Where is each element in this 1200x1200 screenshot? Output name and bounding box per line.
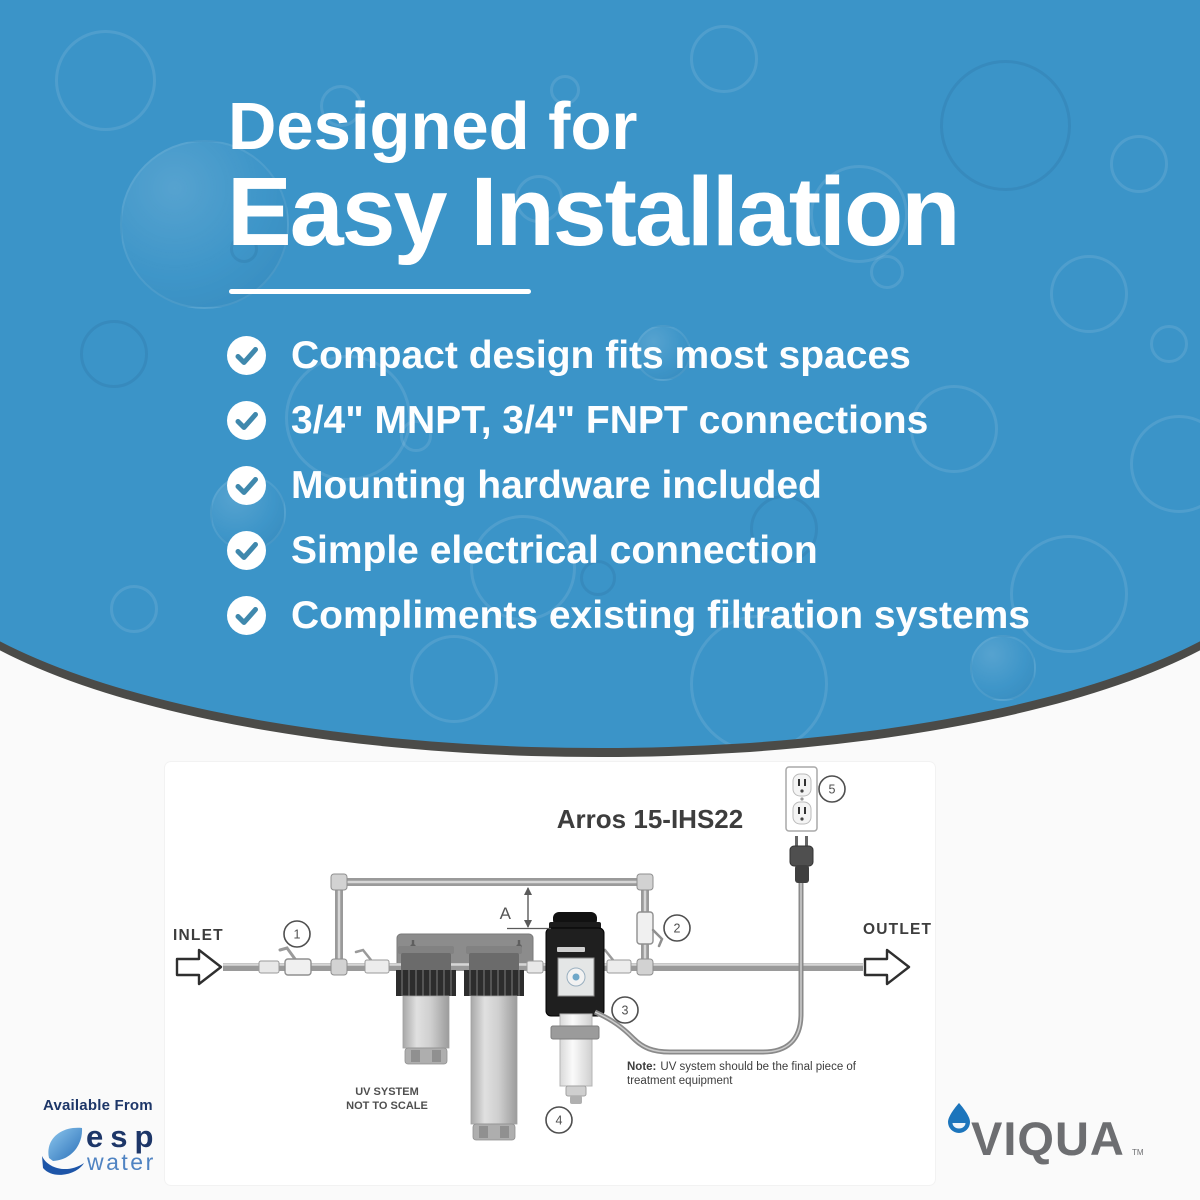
bubble-decoration <box>910 385 998 473</box>
bubble-decoration <box>1050 255 1128 333</box>
model-label: Arros 15-IHS22 <box>557 804 743 834</box>
feature-item: Compliments existing filtration systems <box>227 593 1031 637</box>
bubble-decoration <box>515 175 563 223</box>
callout-1: 1 <box>283 920 311 948</box>
feature-item-label: Mounting hardware included <box>291 463 822 507</box>
svg-text:3: 3 <box>622 1004 629 1018</box>
bubble-decoration <box>750 495 818 563</box>
uv-controller <box>545 912 605 1028</box>
sample-tap-left <box>354 948 390 974</box>
inlet-arrow <box>175 948 223 986</box>
bubble-decoration <box>1110 135 1168 193</box>
svg-text:2: 2 <box>674 922 681 936</box>
pipe-fittings <box>258 873 654 976</box>
uv-note-line1: Note:UV system should be the final piece… <box>627 1061 857 1073</box>
esp-brand-sub: water <box>87 1149 156 1175</box>
esp-water-logo: Available From esp water <box>38 1097 198 1178</box>
feature-item-label: Simple electrical connection <box>291 528 818 572</box>
bubble-decoration <box>410 635 498 723</box>
bubble-decoration <box>230 235 258 263</box>
bubble-decoration <box>970 635 1036 701</box>
feature-item: Compact design fits most spaces <box>227 333 1030 377</box>
bubble-decoration <box>870 255 904 289</box>
viqua-logo: VIQUA TM <box>944 1100 1164 1170</box>
available-from-label: Available From <box>43 1097 153 1114</box>
esp-leaf-icon <box>42 1127 84 1175</box>
bubble-decoration <box>400 420 432 452</box>
bubble-decoration <box>80 320 148 388</box>
callout-2: 2 <box>663 914 691 942</box>
check-circle-icon <box>227 401 266 440</box>
bubble-decoration <box>635 325 691 381</box>
bubble-decoration <box>55 30 156 131</box>
check-circle-icon <box>227 531 266 570</box>
wall-outlet <box>785 766 818 832</box>
svg-text:5: 5 <box>829 783 836 797</box>
viqua-drop-icon <box>948 1103 970 1133</box>
outlet-arrow <box>863 948 911 986</box>
outlet-label: OUTLET <box>863 921 932 938</box>
bubble-decoration <box>550 75 580 105</box>
bubble-decoration <box>940 60 1071 191</box>
bubble-decoration <box>1130 415 1200 513</box>
installation-diagram: Arros 15-IHS22 <box>173 766 932 1141</box>
filter-housing-1 <box>396 946 456 1065</box>
viqua-tm-mark: TM <box>1132 1148 1144 1157</box>
bubble-decoration <box>120 140 289 309</box>
power-plug <box>789 836 814 883</box>
feature-item: Mounting hardware included <box>227 463 1030 507</box>
bubble-decoration <box>1150 325 1188 363</box>
bubble-decoration <box>320 85 362 127</box>
scale-note-line1: UV SYSTEM <box>355 1086 419 1098</box>
check-circle-icon <box>227 466 266 505</box>
filter-housing-2 <box>464 946 524 1141</box>
feature-item-label: Compliments existing filtration systems <box>291 593 1031 637</box>
callout-4: 4 <box>545 1106 573 1134</box>
check-circle-icon <box>227 596 266 635</box>
callout-5: 5 <box>818 775 846 803</box>
feature-item: Simple electrical connection <box>227 528 1030 572</box>
inlet-label: INLET <box>173 927 224 944</box>
bubble-decoration <box>690 25 758 93</box>
feature-item: 3/4" MNPT, 3/4" FNPT connections <box>227 398 1030 442</box>
bypass-valve <box>636 911 664 948</box>
bubble-decoration <box>470 515 576 621</box>
feature-item-label: Compact design fits most spaces <box>291 333 911 377</box>
svg-text:1: 1 <box>294 928 301 942</box>
uv-note-line2: treatment equipment <box>627 1075 733 1087</box>
feature-item-label: 3/4" MNPT, 3/4" FNPT connections <box>291 398 929 442</box>
bubble-decoration <box>580 560 616 596</box>
bubble-decoration <box>1010 535 1128 653</box>
viqua-brand-name: VIQUA <box>971 1112 1125 1165</box>
feature-list: Compact design fits most spaces 3/4" MNP… <box>227 333 1031 637</box>
callout-3: 3 <box>611 996 639 1024</box>
scale-note-line2: NOT TO SCALE <box>346 1100 428 1112</box>
bubble-decoration <box>690 615 828 748</box>
svg-text:4: 4 <box>556 1114 563 1128</box>
uv-lamp-chamber <box>550 1013 600 1104</box>
esp-brand-name: esp <box>86 1119 161 1154</box>
dimension-a <box>507 887 551 930</box>
title-divider <box>229 289 531 294</box>
hero-banner <box>0 0 1200 748</box>
bubble-decoration <box>810 165 908 263</box>
dimension-a-label: A <box>500 904 512 923</box>
bubble-decoration <box>110 585 158 633</box>
bubble-decoration <box>285 355 411 481</box>
inlet-shutoff-valve <box>278 946 312 976</box>
page-title-line1: Designed for <box>228 89 638 164</box>
installation-diagram-panel: Arros 15-IHS22 <box>165 762 935 1185</box>
page-title-line2: Easy Installation <box>227 157 960 266</box>
check-circle-icon <box>227 336 266 375</box>
power-cord <box>593 882 804 1055</box>
